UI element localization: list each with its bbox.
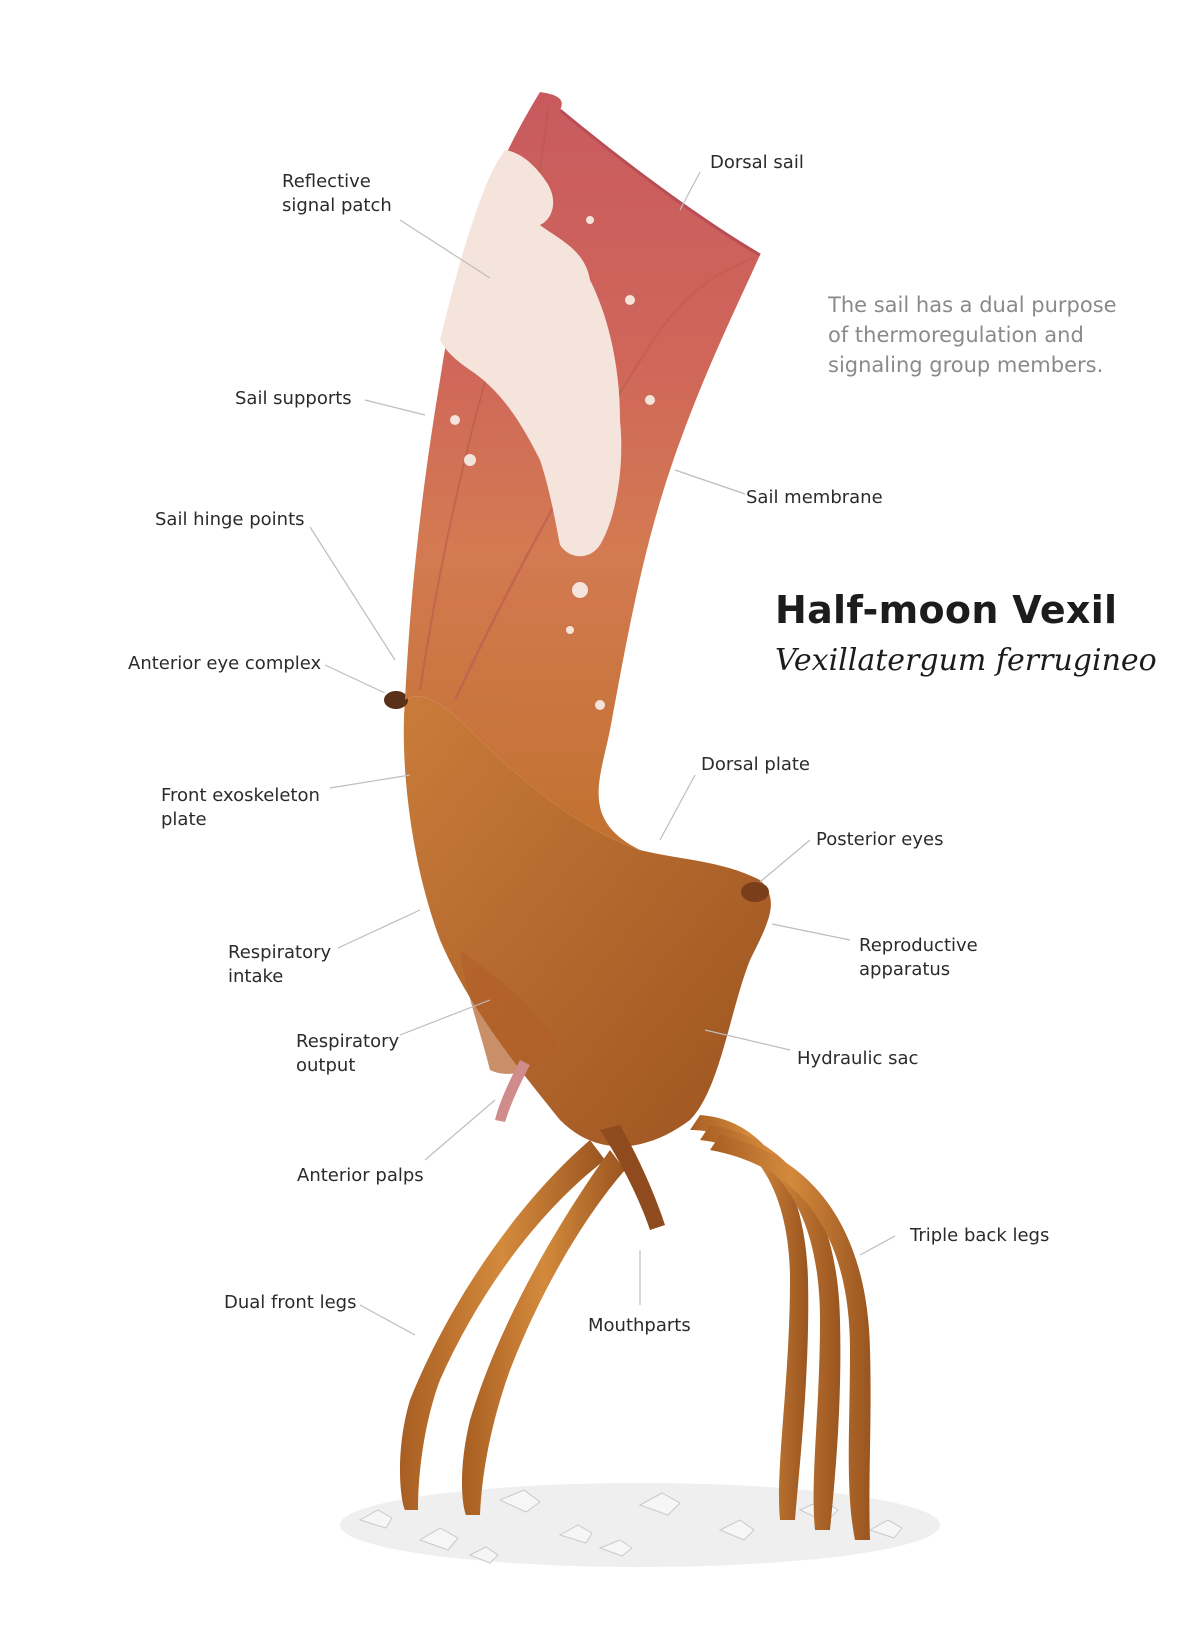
body xyxy=(384,691,771,1230)
label-dorsal-sail: Dorsal sail xyxy=(710,152,804,173)
page-title: Half-moon Vexil xyxy=(775,588,1118,632)
label-anterior-eye-complex: Anterior eye complex xyxy=(128,653,322,674)
label-sail-membrane: Sail membrane xyxy=(746,487,883,508)
label-reproductive-apparatus: Reproductive apparatus xyxy=(859,935,978,980)
caption-note: The sail has a dual purpose of thermoreg… xyxy=(828,293,1117,377)
label-anterior-palps: Anterior palps xyxy=(297,1165,424,1186)
label-respiratory-intake: Respiratory intake xyxy=(228,942,332,987)
label-sail-hinge-points: Sail hinge points xyxy=(155,509,305,530)
leader-lines xyxy=(309,171,896,1336)
scientific-name: Vexillatergum ferrugineo xyxy=(775,643,1157,678)
label-dual-front-legs: Dual front legs xyxy=(224,1292,357,1313)
label-respiratory-output: Respiratory output xyxy=(296,1031,400,1076)
label-posterior-eyes: Posterior eyes xyxy=(816,829,944,850)
label-front-exoskeleton-plate: Front exoskeleton plate xyxy=(161,785,320,830)
label-mouthparts: Mouthparts xyxy=(588,1315,691,1336)
legs xyxy=(400,1115,871,1540)
label-dorsal-plate: Dorsal plate xyxy=(701,754,810,775)
label-hydraulic-sac: Hydraulic sac xyxy=(797,1048,919,1069)
label-sail-supports: Sail supports xyxy=(235,388,352,409)
label-triple-back-legs: Triple back legs xyxy=(910,1225,1050,1246)
label-reflective-signal-patch: Reflective signal patch xyxy=(282,171,392,216)
reflective-signal-patch xyxy=(440,150,655,710)
